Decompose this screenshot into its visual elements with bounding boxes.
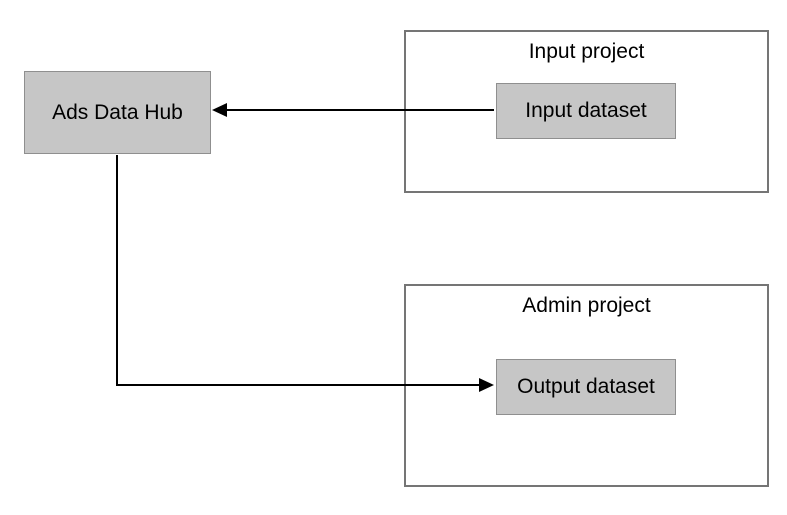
node-ads-data-hub: Ads Data Hub (24, 71, 211, 154)
group-input-project: Input project Input dataset (404, 30, 769, 193)
group-input-project-title: Input project (528, 40, 645, 63)
node-input-dataset-label: Input dataset (525, 99, 647, 122)
group-admin-project-title: Admin project (522, 294, 651, 317)
node-output-dataset: Output dataset (496, 359, 676, 415)
node-input-dataset: Input dataset (496, 83, 676, 139)
group-admin-project: Admin project Output dataset (404, 284, 769, 487)
node-ads-data-hub-label: Ads Data Hub (52, 100, 183, 124)
arrowhead-left-icon (212, 103, 227, 117)
node-output-dataset-label: Output dataset (517, 375, 655, 398)
